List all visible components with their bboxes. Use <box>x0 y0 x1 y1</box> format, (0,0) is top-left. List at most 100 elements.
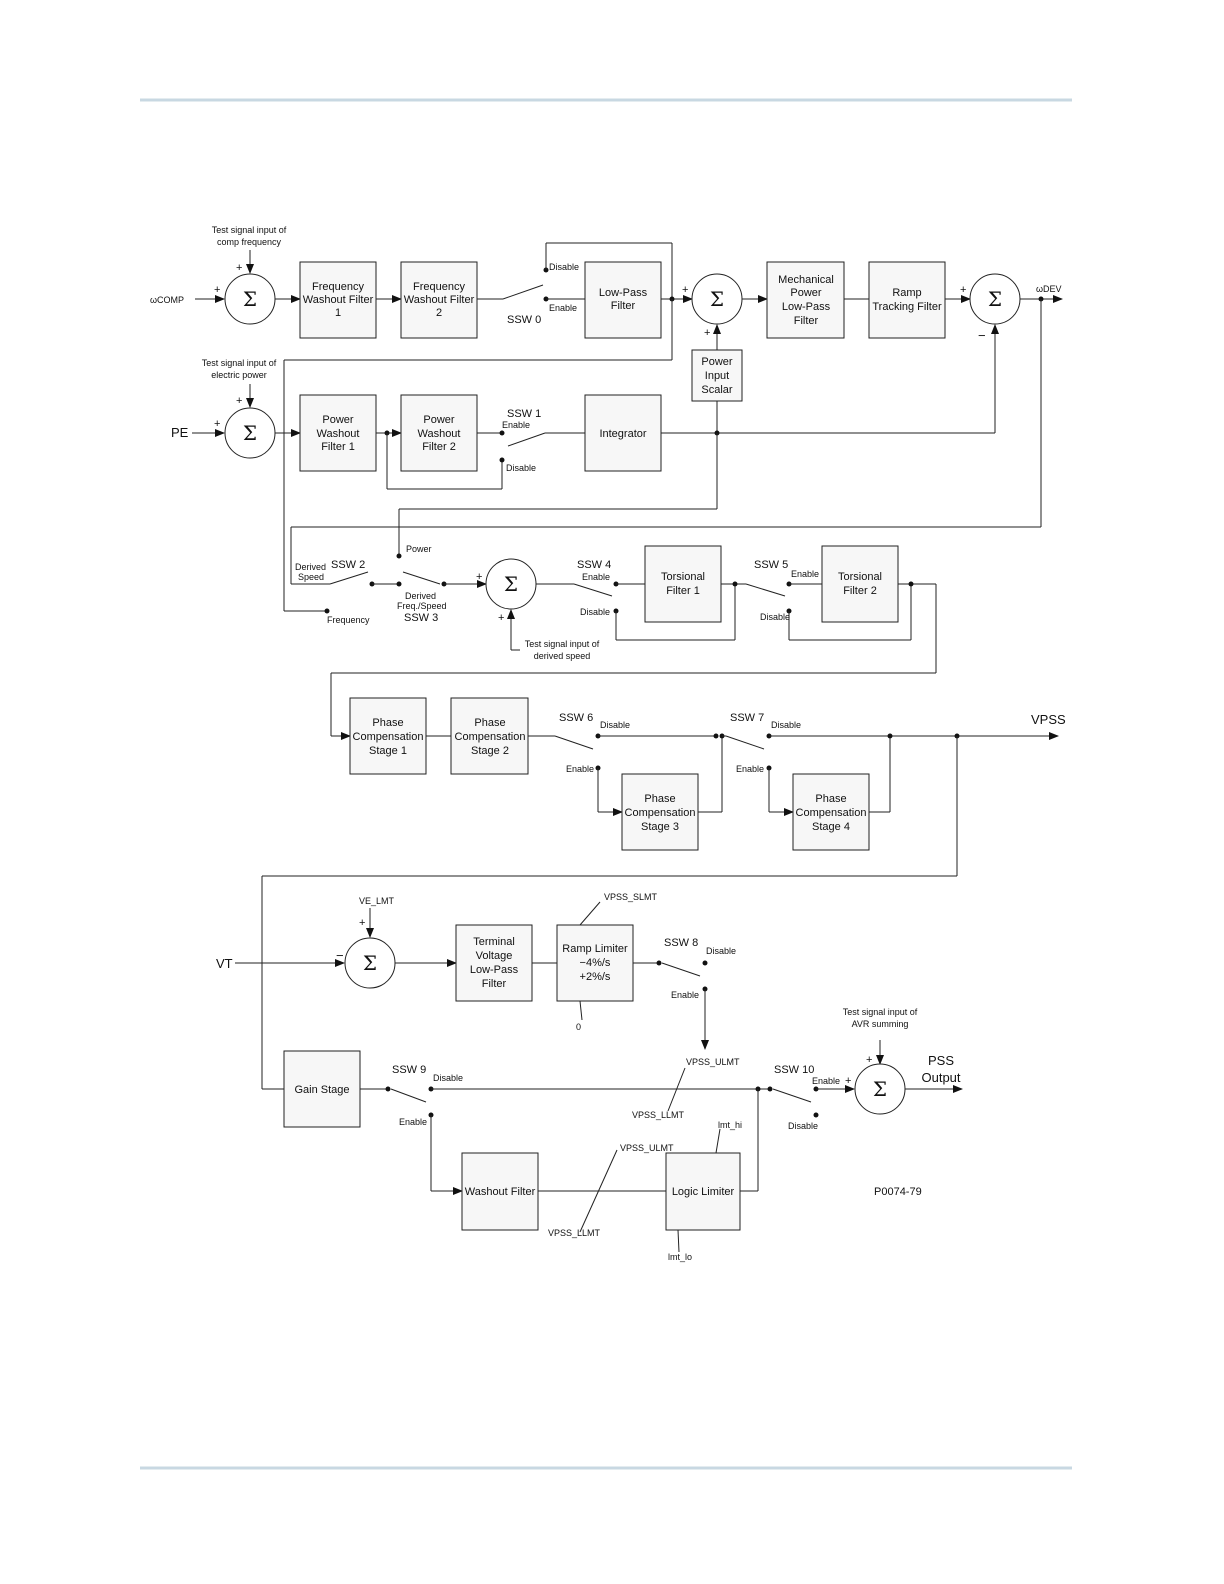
ssw10-label: SSW 10 <box>774 1064 814 1076</box>
svg-text:Input: Input <box>705 370 729 382</box>
svg-text:Σ: Σ <box>988 287 1002 311</box>
svg-text:0: 0 <box>576 1022 581 1032</box>
phase-compensation-stage-2: Phase Compensation Stage 2 <box>450 697 529 775</box>
svg-text:Power: Power <box>423 414 455 426</box>
svg-text:+: + <box>214 418 220 430</box>
svg-text:Low-Pass: Low-Pass <box>470 964 519 976</box>
washout-filter: Washout Filter <box>461 1152 539 1231</box>
svg-text:+: + <box>704 327 710 339</box>
svg-text:Enable: Enable <box>549 303 577 313</box>
svg-text:+: + <box>845 1075 851 1087</box>
sum-comp-freq: Σ <box>224 273 276 325</box>
ssw2-label: SSW 2 <box>331 559 365 571</box>
ssw4-label: SSW 4 <box>577 559 611 571</box>
svg-text:+: + <box>960 284 966 296</box>
svg-text:Σ: Σ <box>363 951 377 975</box>
svg-text:Torsional: Torsional <box>838 571 882 583</box>
ssw8-switch <box>656 960 708 992</box>
svg-text:Scalar: Scalar <box>701 384 733 396</box>
svg-text:Power: Power <box>701 356 733 368</box>
svg-text:+: + <box>476 571 482 583</box>
limiter-slash-lower <box>579 1149 618 1233</box>
ssw10-switch <box>772 1086 819 1118</box>
svg-text:Filter 2: Filter 2 <box>422 441 456 453</box>
svg-text:Compensation: Compensation <box>353 731 424 743</box>
svg-text:Compensation: Compensation <box>625 807 696 819</box>
ssw1-label: SSW 1 <box>507 408 541 420</box>
svg-text:Derived: Derived <box>405 591 436 601</box>
test-comp-label-2: comp frequency <box>217 237 282 247</box>
svg-text:Frequency: Frequency <box>312 281 364 293</box>
svg-text:Power: Power <box>322 414 354 426</box>
svg-text:Phase: Phase <box>372 717 403 729</box>
sum-electric-power: Σ <box>224 407 276 459</box>
svg-text:Filter: Filter <box>482 978 507 990</box>
frequency-washout-filter-2: Frequency Washout Filter 2 <box>400 261 478 339</box>
svg-text:Disable: Disable <box>706 946 736 956</box>
svg-text:Enable: Enable <box>791 569 819 579</box>
svg-text:+: + <box>866 1054 872 1066</box>
ssw9-label: SSW 9 <box>392 1064 426 1076</box>
svg-text:Filter: Filter <box>794 315 819 327</box>
svg-text:Filter 2: Filter 2 <box>843 585 877 597</box>
svg-text:Disable: Disable <box>506 463 536 473</box>
svg-text:2: 2 <box>436 307 442 319</box>
sum-terminal-voltage: Σ <box>344 937 396 989</box>
svg-text:Disable: Disable <box>771 720 801 730</box>
svg-text:Low-Pass: Low-Pass <box>782 301 831 313</box>
svg-text:Washout Filter: Washout Filter <box>404 294 475 306</box>
svg-text:+: + <box>682 284 688 296</box>
omega-comp-label: ωCOMP <box>150 295 184 305</box>
svg-text:+2%/s: +2%/s <box>580 971 611 983</box>
svg-text:Σ: Σ <box>243 421 257 445</box>
svg-text:Compensation: Compensation <box>796 807 867 819</box>
svg-text:Frequency: Frequency <box>413 281 465 293</box>
svg-text:1: 1 <box>335 307 341 319</box>
svg-text:VPSS_ULMT: VPSS_ULMT <box>686 1057 740 1067</box>
svg-text:Speed: Speed <box>298 572 324 582</box>
ramp-limiter: Ramp Limiter −4%/s +2%/s <box>556 924 634 1002</box>
pss-output-label-2: Output <box>921 1070 960 1085</box>
ssw5-label: SSW 5 <box>754 559 788 571</box>
svg-text:−: − <box>336 948 344 963</box>
svg-text:Disable: Disable <box>433 1073 463 1083</box>
svg-text:Washout: Washout <box>316 428 359 440</box>
svg-text:Enable: Enable <box>566 764 594 774</box>
svg-text:+: + <box>359 917 365 929</box>
svg-text:Phase: Phase <box>474 717 505 729</box>
svg-text:Σ: Σ <box>243 287 257 311</box>
power-washout-filter-2: Power Washout Filter 2 <box>400 394 478 472</box>
svg-text:AVR summing: AVR summing <box>852 1019 909 1029</box>
gain-stage: Gain Stage <box>283 1050 361 1128</box>
ssw1-switch <box>499 430 546 463</box>
integrator: Integrator <box>584 394 662 472</box>
svg-text:Σ: Σ <box>504 572 518 596</box>
ssw8-label: SSW 8 <box>664 937 698 949</box>
sum-avr: Σ <box>854 1063 906 1115</box>
svg-text:Terminal: Terminal <box>473 936 515 948</box>
svg-text:Disable: Disable <box>788 1121 818 1131</box>
svg-text:Freq./Speed: Freq./Speed <box>397 601 447 611</box>
svg-text:Ramp: Ramp <box>892 287 921 299</box>
svg-text:Phase: Phase <box>815 793 846 805</box>
svg-text:Filter 1: Filter 1 <box>321 441 355 453</box>
svg-text:Washout Filter: Washout Filter <box>465 1186 536 1198</box>
svg-text:VPSS_ULMT: VPSS_ULMT <box>620 1143 674 1153</box>
svg-text:Σ: Σ <box>873 1077 887 1101</box>
svg-text:+: + <box>236 395 242 407</box>
svg-text:Enable: Enable <box>812 1076 840 1086</box>
svg-text:lmt_lo: lmt_lo <box>668 1252 692 1262</box>
svg-text:Gain Stage: Gain Stage <box>294 1084 349 1096</box>
svg-text:Derived: Derived <box>295 562 326 572</box>
ssw5-switch <box>745 581 792 614</box>
svg-text:Torsional: Torsional <box>661 571 705 583</box>
svg-text:Compensation: Compensation <box>455 731 526 743</box>
ssw3-switch <box>396 571 447 587</box>
torsional-filter-1: Torsional Filter 1 <box>644 545 722 623</box>
mechanical-power-low-pass-filter: Mechanical Power Low-Pass Filter <box>766 261 845 339</box>
svg-text:Enable: Enable <box>502 420 530 430</box>
frequency-washout-filter-1: Frequency Washout Filter 1 <box>299 261 377 339</box>
omega-dev-label: ωDEV <box>1036 284 1062 294</box>
sum-omega-dev: Σ <box>969 273 1021 325</box>
svg-text:lmt_hi: lmt_hi <box>718 1120 742 1130</box>
